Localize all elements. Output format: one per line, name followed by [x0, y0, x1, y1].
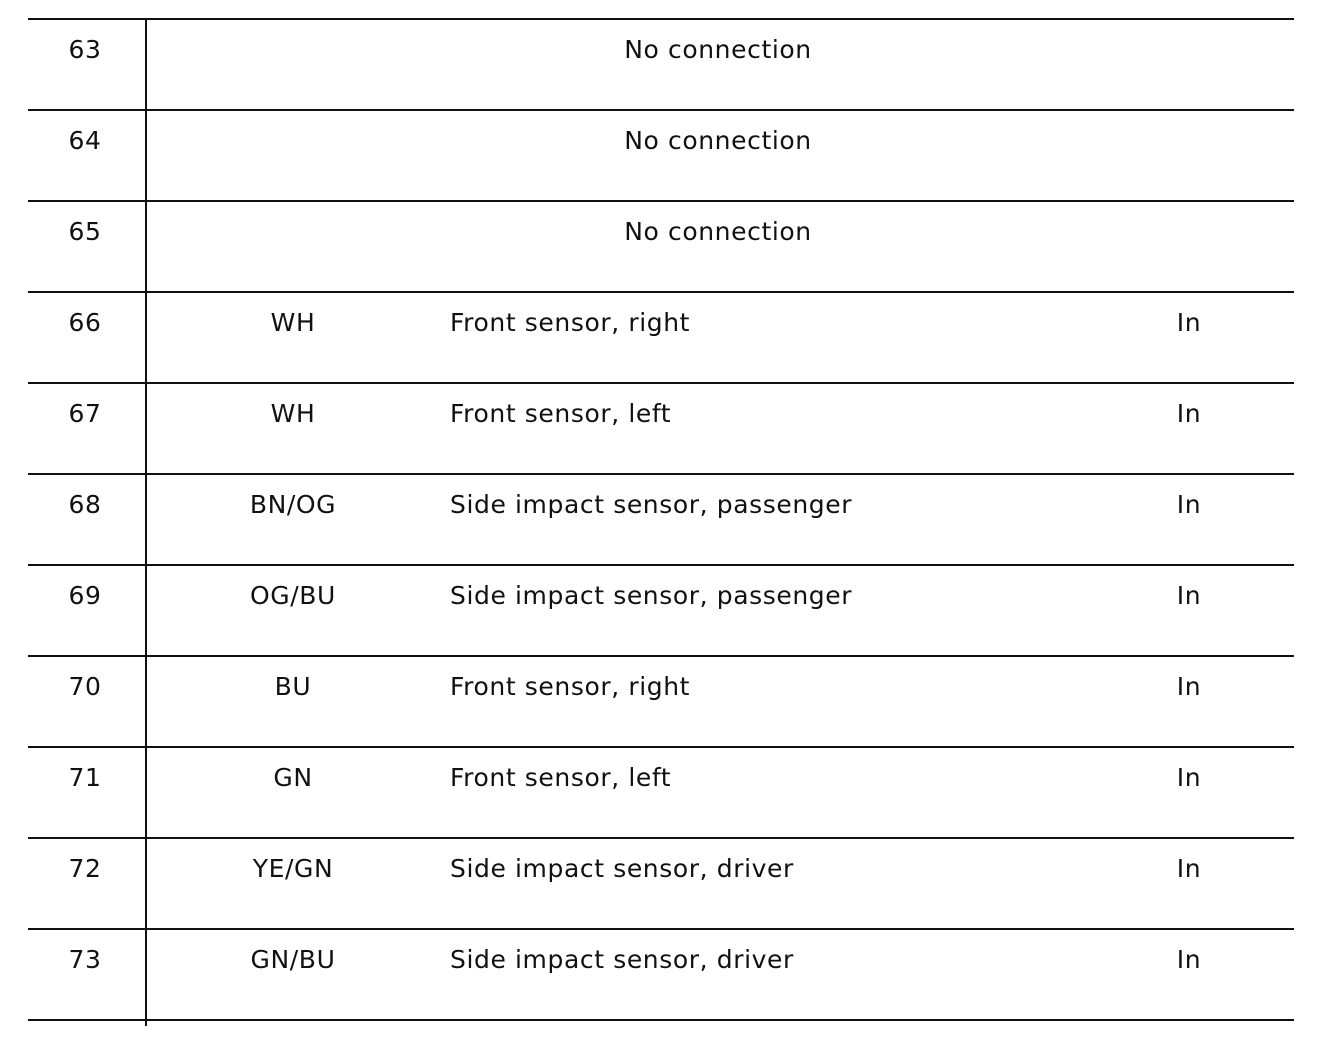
pin-number: 68: [68, 490, 102, 519]
pin-number: 64: [68, 126, 102, 155]
no-connection-text: No connection: [624, 217, 812, 246]
no-connection-text: No connection: [624, 35, 812, 64]
signal-direction: In: [1176, 945, 1202, 974]
signal-direction: In: [1176, 490, 1202, 519]
column-divider: [145, 18, 147, 1026]
wire-color: WH: [270, 308, 316, 337]
signal-description: Side impact sensor, passenger: [450, 581, 853, 610]
table-row: 70 BU Front sensor, right In: [28, 657, 1294, 748]
signal-description: Side impact sensor, driver: [450, 945, 794, 974]
table-row: 66 WH Front sensor, right In: [28, 293, 1294, 384]
table-row: 72 YE/GN Side impact sensor, driver In: [28, 839, 1294, 930]
signal-description: Side impact sensor, driver: [450, 854, 794, 883]
pin-assignment-table: 63 No connection 64 No connection 65 No …: [28, 18, 1294, 1021]
signal-direction: In: [1176, 672, 1202, 701]
table-row: 68 BN/OG Side impact sensor, passenger I…: [28, 475, 1294, 566]
signal-description: Front sensor, left: [450, 399, 672, 428]
pin-number: 65: [68, 217, 102, 246]
pin-number: 67: [68, 399, 102, 428]
wire-color: OG/BU: [250, 581, 336, 610]
signal-description: Front sensor, right: [450, 308, 691, 337]
table-row: 71 GN Front sensor, left In: [28, 748, 1294, 839]
table-row: 69 OG/BU Side impact sensor, passenger I…: [28, 566, 1294, 657]
table-row: 73 GN/BU Side impact sensor, driver In: [28, 930, 1294, 1021]
pin-number: 69: [68, 581, 102, 610]
pin-number: 72: [68, 854, 102, 883]
signal-description: Front sensor, right: [450, 672, 691, 701]
table-row: 63 No connection: [28, 20, 1294, 111]
table-row: 64 No connection: [28, 111, 1294, 202]
pin-number: 73: [68, 945, 102, 974]
signal-description: Front sensor, left: [450, 763, 672, 792]
wire-color: BN/OG: [249, 490, 337, 519]
wire-color: GN/BU: [250, 945, 336, 974]
pin-number: 66: [68, 308, 102, 337]
signal-direction: In: [1176, 854, 1202, 883]
signal-direction: In: [1176, 581, 1202, 610]
signal-description: Side impact sensor, passenger: [450, 490, 853, 519]
pin-number: 71: [68, 763, 102, 792]
signal-direction: In: [1176, 399, 1202, 428]
wire-color: WH: [270, 399, 316, 428]
wire-color: YE/GN: [252, 854, 334, 883]
no-connection-text: No connection: [624, 126, 812, 155]
wire-color: GN: [273, 763, 313, 792]
pin-number: 63: [68, 35, 102, 64]
table-row: 67 WH Front sensor, left In: [28, 384, 1294, 475]
signal-direction: In: [1176, 763, 1202, 792]
wire-color: BU: [274, 672, 312, 701]
table-row: 65 No connection: [28, 202, 1294, 293]
signal-direction: In: [1176, 308, 1202, 337]
pin-number: 70: [68, 672, 102, 701]
